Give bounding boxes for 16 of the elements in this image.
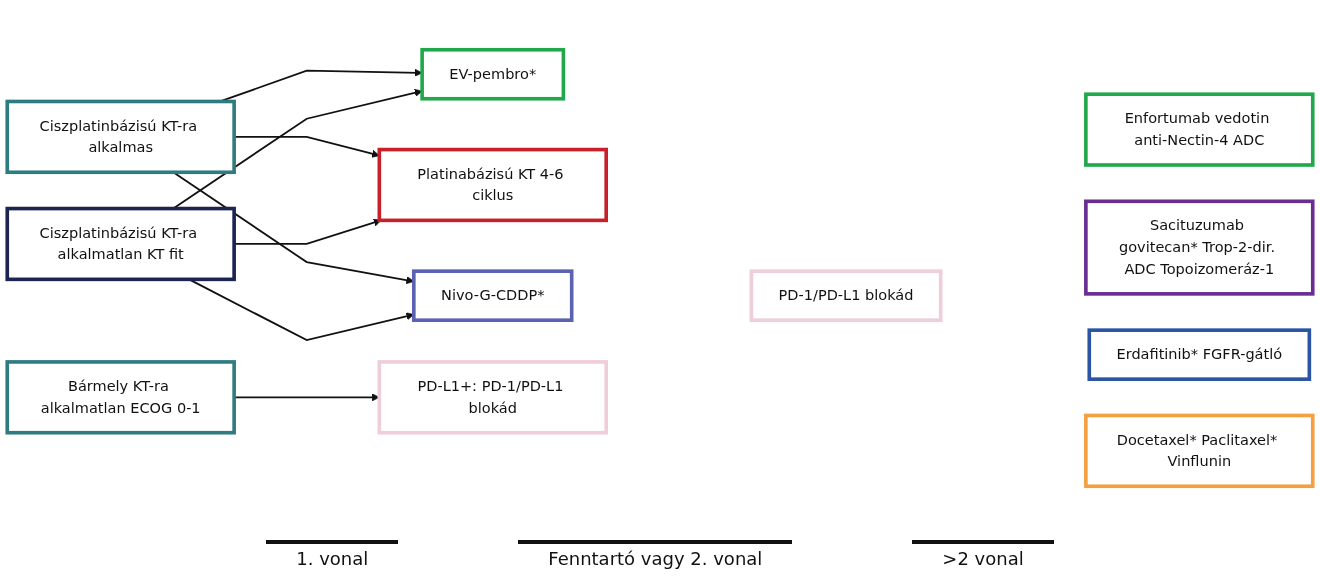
node-box: [1084, 413, 1315, 489]
node-box: [377, 147, 608, 223]
node-box: [5, 206, 236, 282]
node-box: [5, 360, 236, 435]
node-box: [1084, 92, 1315, 167]
node-box: [420, 47, 566, 101]
node-box: [377, 360, 608, 435]
flowchart-drawing: Ciszplatinbázisú KT-ra alkalmas Ciszplatinbázisú KT-ra alkalmatlan KT fit Bármely KT-ra alkalmatlan ECOG 0-1 EV-pembro* Platinabázisú KT 4-6 ciklus Nivo-G-CDDP* PD-L1+: PD-1/PD-L1 blokád PD-1/PD-L1 blokád Enfortumab vedotin anti-Nectin-4 ADC Sacituzumab govitecan* Trop-2-dir. ADC Topoizomeráz-1 Erdafitinib* FGFR-gátló Docetaxel* Paclitaxel* Vinflunin: [0, 0, 1320, 536]
column-label: 1. vonal: [266, 540, 399, 569]
node-box: [1084, 199, 1315, 296]
node-box: [749, 269, 943, 322]
node-box: [1087, 328, 1312, 381]
node-box: [5, 99, 236, 175]
column-label: >2 vonal: [912, 540, 1054, 569]
column-label: Fenntartó vagy 2. vonal: [518, 540, 793, 569]
node-box: [412, 269, 574, 322]
